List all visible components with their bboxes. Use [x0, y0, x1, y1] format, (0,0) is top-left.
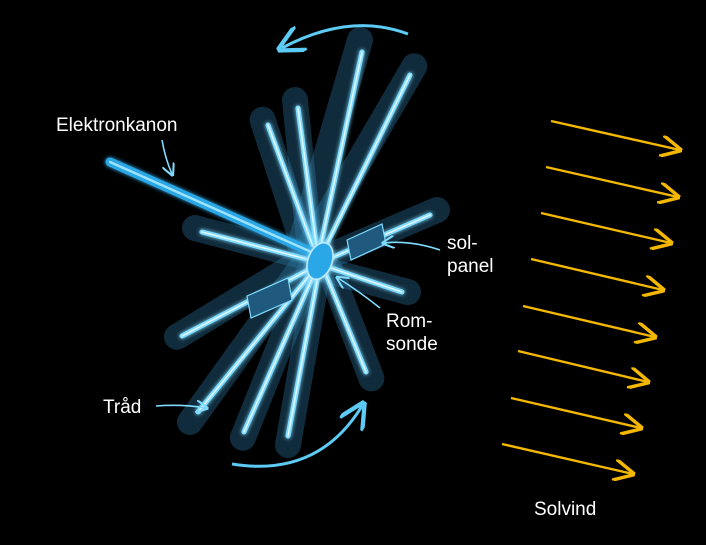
rotation-arrow-bottom-icon	[231, 406, 362, 468]
solar-panel-lower	[246, 277, 293, 319]
pointer-wire	[155, 405, 206, 408]
label-solar-wind: Solvind	[534, 499, 597, 520]
label-solar-panel-line1: sol-	[447, 233, 478, 254]
electron-gun-beam	[105, 157, 323, 260]
halo-wire-11	[249, 105, 318, 263]
pointer-solar-panel	[384, 242, 441, 251]
solar-wind-arrow-4-icon	[530, 257, 663, 290]
label-space-probe: Rom- sonde	[386, 310, 438, 356]
solar-wind-arrow-5-icon	[522, 304, 655, 337]
pointer-space-probe	[338, 278, 381, 309]
label-electron-gun: Elektronkanon	[56, 115, 178, 136]
solar-wind-arrow-6-icon	[517, 349, 648, 382]
pointer-electron-gun	[161, 139, 172, 174]
label-pointers	[155, 139, 441, 408]
label-solar-panel: sol- panel	[447, 232, 494, 278]
solar-wind-arrow-7-icon	[510, 396, 641, 428]
label-space-probe-line2: sonde	[386, 334, 438, 355]
solar-wind-arrow-8-icon	[501, 442, 633, 474]
label-solar-panel-line2: panel	[447, 256, 494, 277]
solar-wind-arrow-2-icon	[545, 165, 678, 197]
solar-wind-arrows	[501, 119, 680, 474]
space-probe-body	[306, 241, 334, 281]
solar-wind-arrow-3-icon	[540, 211, 671, 243]
label-wire: Tråd	[103, 397, 142, 418]
halo-wire-9	[162, 249, 313, 351]
rotation-arrow-top-icon	[282, 24, 409, 48]
label-space-probe-line1: Rom-	[386, 311, 433, 332]
solar-wind-arrow-1-icon	[550, 119, 680, 150]
